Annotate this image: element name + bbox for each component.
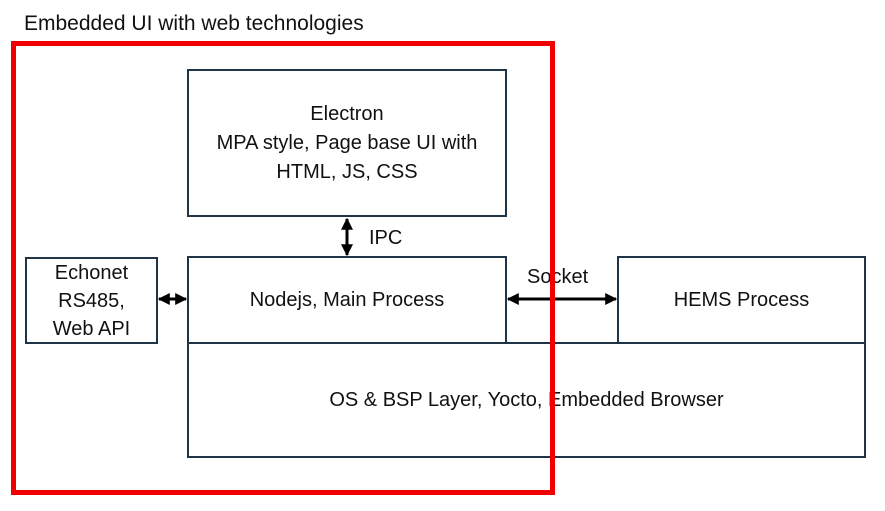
os-bsp-layer-label: OS & BSP Layer, Yocto, Embedded Browser [329, 388, 724, 411]
electron-box-line-2: MPA style, Page base UI with [216, 131, 478, 154]
os-bsp-layer-box: OS & BSP Layer, Yocto, Embedded Browser [187, 342, 866, 458]
echonet-box: Echonet RS485, Web API [25, 257, 158, 344]
electron-box: Electron MPA style, Page base UI with HT… [187, 69, 507, 217]
electron-box-line-3: HTML, JS, CSS [276, 160, 418, 183]
echonet-box-line-1: Echonet [54, 261, 129, 284]
echonet-box-line-2: RS485, [58, 289, 125, 312]
hems-process-label: HEMS Process [673, 288, 810, 311]
ipc-label: IPC [369, 227, 403, 249]
diagram-title: Embedded UI with web technologies [24, 12, 364, 35]
nodejs-main-process-label: Nodejs, Main Process [249, 288, 445, 311]
echonet-box-line-3: Web API [52, 317, 131, 340]
socket-label: Socket [527, 266, 589, 288]
electron-box-line-1: Electron [310, 102, 384, 125]
